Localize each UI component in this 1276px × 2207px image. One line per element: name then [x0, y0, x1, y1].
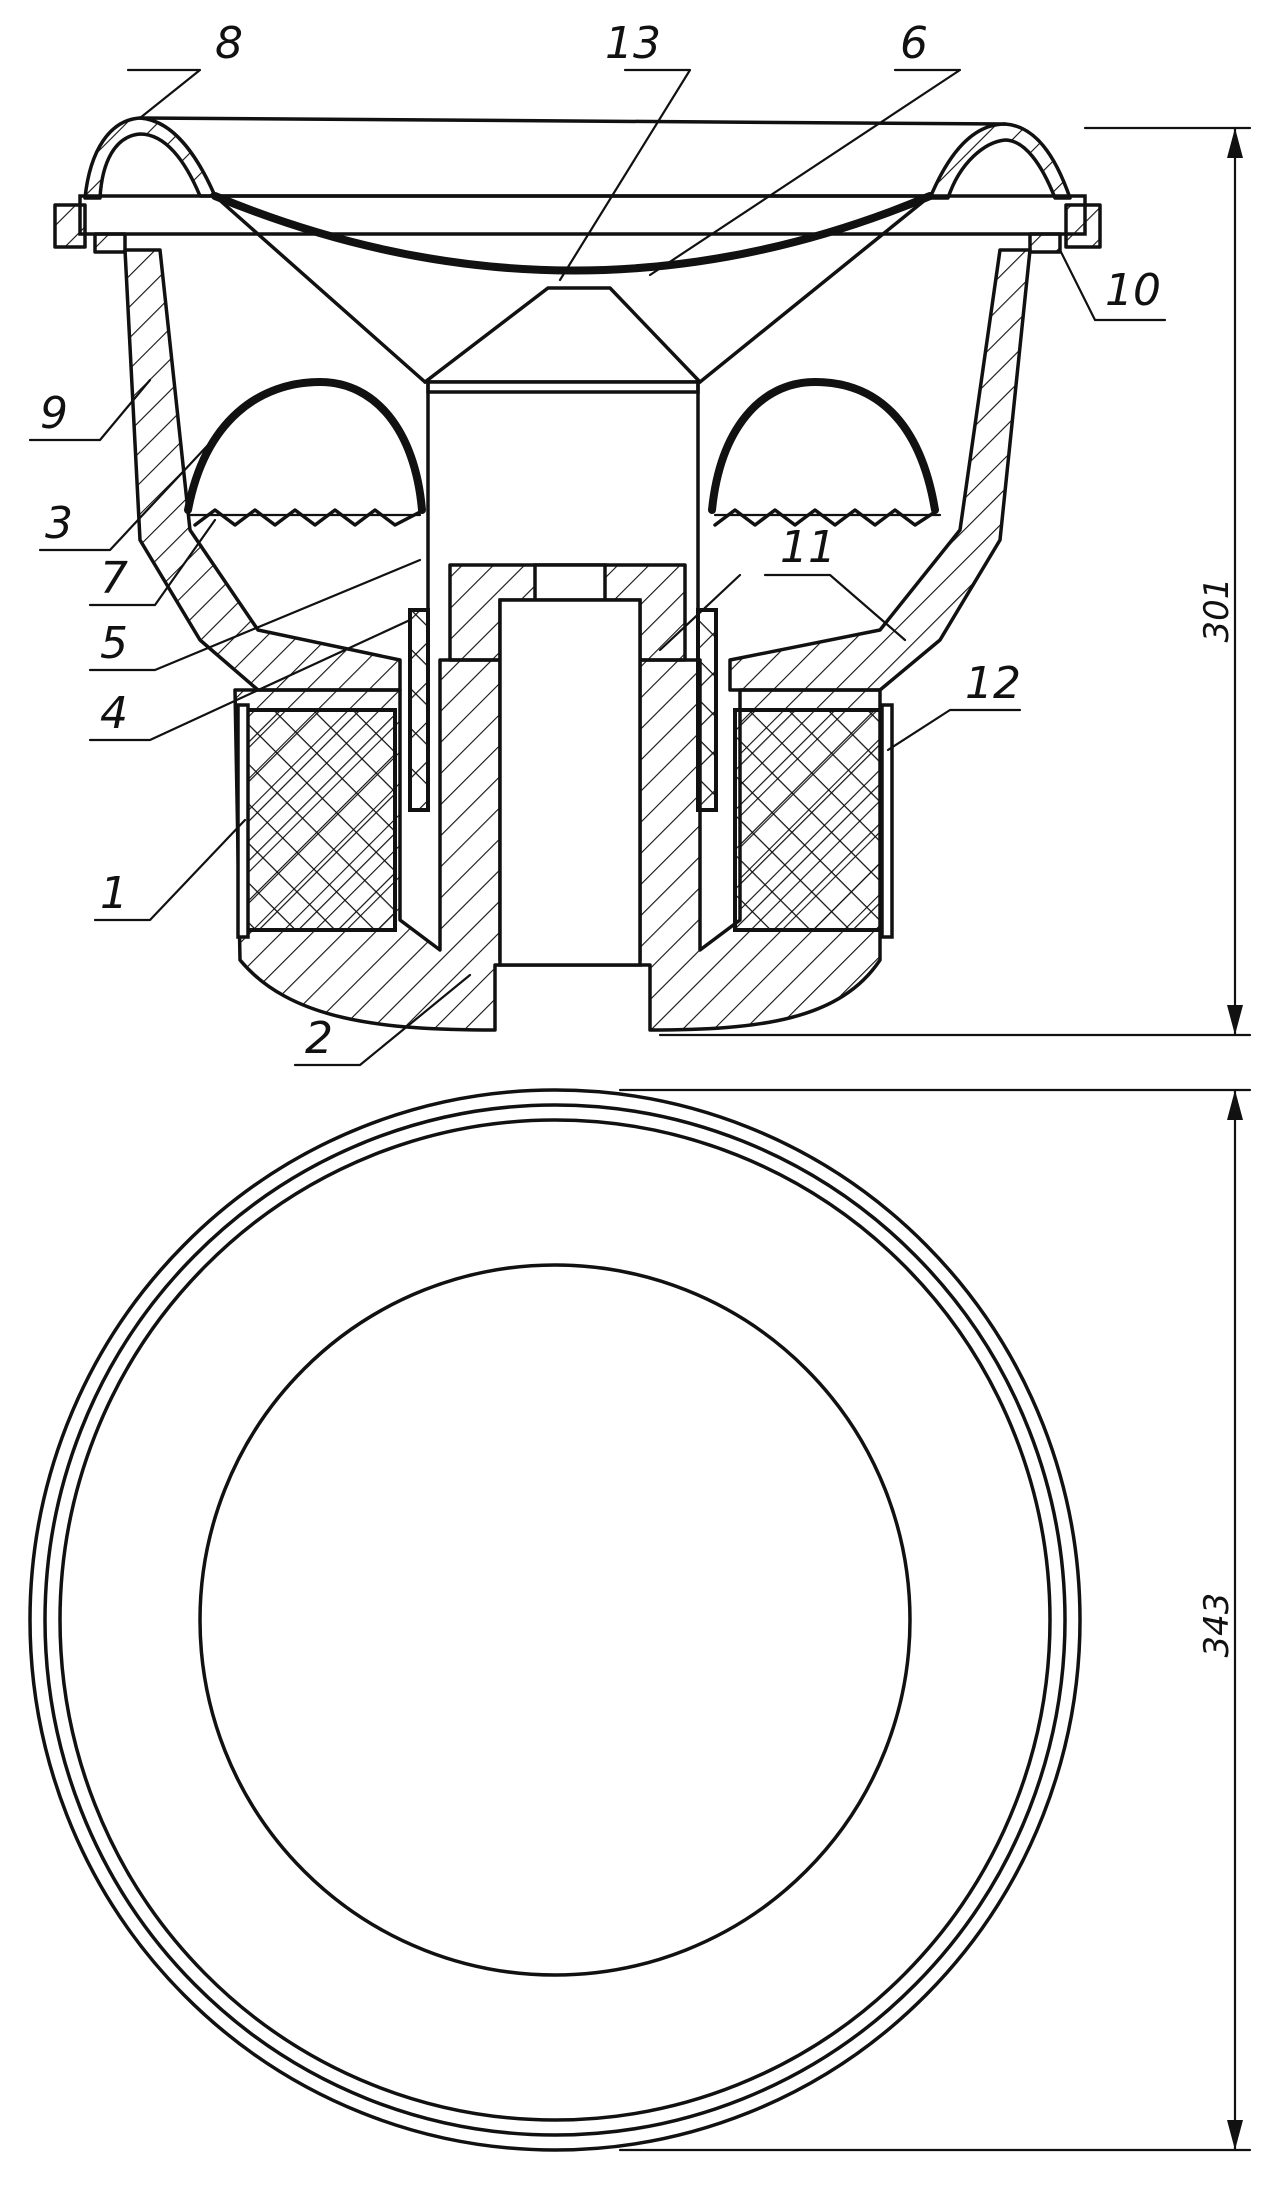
callout-12: 12 [965, 658, 1021, 709]
outer-rim-inner-circle [43, 1103, 1067, 2137]
callout-5: 5 [100, 618, 128, 669]
dust-dome [184, 378, 939, 514]
callout-labels: 8 13 6 10 9 3 7 11 5 4 1 12 2 [40, 18, 1161, 1064]
callout-11: 11 [780, 522, 836, 573]
surround-roll [83, 116, 1072, 200]
spider-damper [188, 508, 942, 527]
frame-flange [53, 194, 1102, 254]
diameter-dimension-value: 343 [1197, 1593, 1237, 1658]
callout-6: 6 [900, 18, 928, 69]
diameter-dimension: 343 [618, 1088, 1252, 2152]
callout-13: 13 [605, 18, 661, 69]
callout-2: 2 [305, 1013, 333, 1064]
surround-circle [58, 1118, 1052, 2122]
callout-7: 7 [100, 553, 128, 604]
voice-coil-winding [408, 608, 718, 812]
height-dimension-value: 301 [1197, 578, 1237, 643]
voice-coil-former [426, 380, 700, 642]
leader-lines [28, 68, 1167, 1067]
top-view: 343 [28, 1088, 1252, 2152]
callout-1: 1 [100, 868, 128, 919]
height-dimension: 301 [658, 126, 1252, 1037]
section-view: 8 13 6 10 9 3 7 11 5 4 1 12 2 301 [28, 18, 1252, 1067]
callout-8: 8 [215, 18, 243, 69]
callout-4: 4 [100, 688, 128, 739]
callout-3: 3 [45, 498, 73, 549]
callout-9: 9 [40, 388, 68, 439]
callout-10: 10 [1105, 265, 1161, 316]
cone-circle [198, 1263, 912, 1977]
outer-rim-circle [28, 1088, 1082, 2152]
